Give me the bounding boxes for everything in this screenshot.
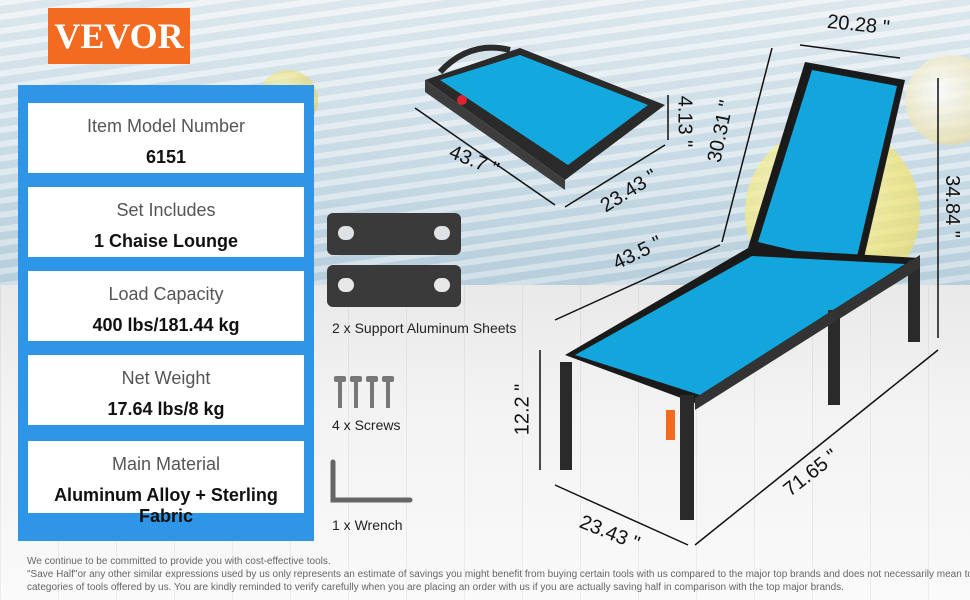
spec-label: Net Weight [121,368,211,388]
spec-panel: Item Model Number 6151 Set Includes 1 Ch… [18,85,314,541]
chair-dimension-lines [539,44,939,546]
support-sheet-icon [327,265,461,307]
screw-icon [334,376,394,408]
spec-value: 17.64 lbs/8 kg [107,399,225,419]
spec-box-model: Item Model Number 6151 [28,103,304,173]
brand-logo: VEVOR [48,8,190,64]
disclaimer-line-2: "Save Half"or any other similar expressi… [27,569,970,580]
spec-value: 6151 [145,147,187,167]
spec-label: Item Model Number [86,116,246,136]
spec-box-load: Load Capacity 400 lbs/181.44 kg [28,271,304,341]
support-sheets-caption: 2 x Support Aluminum Sheets [332,320,517,336]
folded-chair-image [425,44,665,190]
disclaimer-line-1: We continue to be committed to provide y… [27,556,331,567]
folded-height-label: 4.13 " [673,95,696,148]
chaise-lounge-image [560,62,920,520]
spec-value: Aluminum Alloy + Sterling Fabric [54,485,278,526]
disclaimer-line-3: categories of tools offered by us. You a… [27,582,844,593]
total-height-label: 34.84 " [940,175,963,238]
support-sheet-icon [327,213,461,255]
screws-caption: 4 x Screws [332,417,401,433]
wrench-caption: 1 x Wrench [332,517,403,533]
spec-label: Load Capacity [108,284,224,304]
spec-value: 400 lbs/181.44 kg [92,315,240,335]
spec-box-material: Main Material Aluminum Alloy + Sterling … [28,441,304,526]
seat-height-label: 12.2 " [511,383,534,436]
spec-label: Set Includes [116,200,216,220]
spec-value: 1 Chaise Lounge [93,231,239,251]
folded-dimension-lines [414,95,669,208]
spec-box-set: Set Includes 1 Chaise Lounge [28,187,304,257]
spec-label: Main Material [111,454,221,474]
wrench-icon [330,459,413,503]
spec-box-weight: Net Weight 17.64 lbs/8 kg [28,355,304,425]
